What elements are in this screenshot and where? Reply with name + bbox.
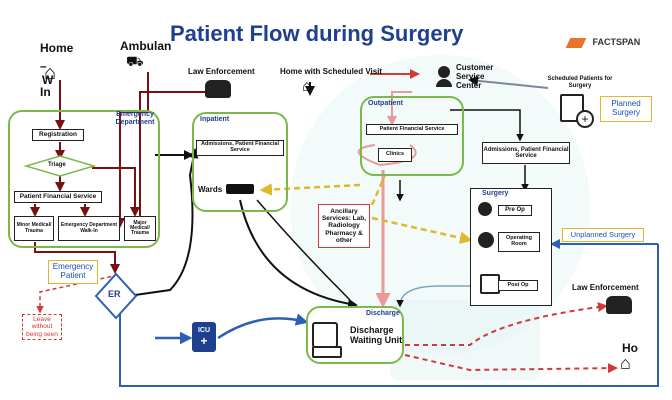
arrow-discharge-to-home (404, 354, 618, 374)
registration-box: Registration (32, 129, 84, 141)
emergency-department-title: Emergency Department (115, 111, 155, 126)
home-right-label: Ho (622, 341, 638, 355)
arrow-ancillary-to-surgery (371, 216, 473, 244)
planned-surgery-tag: Planned Surgery (600, 96, 652, 122)
customer-service-icon (438, 66, 450, 78)
walk-in-dash: – (40, 59, 47, 73)
home-source-label: Home (40, 41, 74, 55)
home-scheduled-label: Home with Scheduled Visit (280, 67, 383, 76)
pre-op-box: Pre Op (498, 205, 532, 216)
triage-label: Triage (48, 162, 66, 168)
arrow-discharge-to-law (405, 302, 608, 346)
arrow-postop-to-discharge (396, 285, 475, 308)
recovery-icon (480, 274, 500, 294)
emergency-patient-tag: Emergency Patient (48, 260, 98, 284)
ambulance-icon: ⛟ (126, 53, 144, 69)
inpatient-admissions-box: Admissions, Patient Financial Service (196, 140, 284, 156)
bed-icon (226, 184, 254, 194)
clinics-box: Clinics (378, 148, 412, 162)
home-scheduled-icon: ⌂ (302, 78, 312, 95)
er-label: ER (108, 289, 121, 299)
customer-service-label: Customer Service Center (456, 63, 494, 90)
police-cap-icon (205, 80, 231, 98)
discharge-bed-icon (312, 346, 342, 358)
arrow-er-leave (36, 274, 119, 314)
discharge-arrow-icon (312, 322, 338, 348)
scheduled-patients-label: Scheduled Patients for Surgery (547, 76, 613, 89)
ed-walk-in-box: Emergency Department Walk-In (58, 216, 120, 241)
arrow-icu-to-discharge (217, 313, 309, 340)
arrow-customer-to-admissions (450, 109, 524, 142)
inpatient-group (192, 112, 288, 212)
icu-label: ICU (197, 327, 211, 335)
add-icon: + (576, 110, 594, 128)
walk-in-w: W (42, 73, 54, 87)
walk-in-in: In (40, 85, 51, 99)
ed-financial-box: Patient Financial Service (14, 191, 102, 203)
arrow-unplanned-loop (119, 244, 659, 387)
arrow-law-to-ed (135, 91, 205, 228)
discharge-group (306, 306, 404, 364)
scheduled-document-icon (560, 94, 584, 122)
major-trauma-box: Major Medical/ Trauma (124, 216, 156, 241)
page-title: Patient Flow during Surgery (170, 21, 464, 46)
surgery-title: Surgery (482, 190, 509, 197)
factspan-logo-icon (565, 37, 587, 48)
background-shape (390, 300, 540, 380)
emergency-department-group (8, 110, 160, 248)
discharge-title: Discharge (366, 310, 400, 317)
police-cap-right-icon (606, 296, 632, 314)
outpatient-title: Outpatient (368, 100, 403, 107)
unplanned-surgery-tag: Unplanned Surgery (562, 228, 644, 242)
operating-room-box: Operating Room (498, 232, 540, 252)
ancillary-services-box: Ancillary Services: Lab, Radiology Pharm… (318, 204, 370, 248)
surgeon-icon (478, 202, 492, 216)
er-diamond (94, 272, 138, 320)
brand-name: FACTSPAN (592, 36, 641, 47)
discharge-waiting-unit-label: Discharge Waiting Unit (350, 325, 403, 345)
outpatient-group (360, 96, 464, 176)
arrow-ancillary-to-clinics (370, 174, 387, 206)
icu-box: ICU + (192, 322, 216, 352)
factspan-logo: FACTSPAN (565, 34, 641, 52)
surgery-admissions-box: Admissions, Patient Financial Service (482, 142, 570, 164)
law-enforcement-right-label: Law Enforcement (572, 283, 639, 292)
medical-cross-icon: + (200, 333, 208, 348)
customer-service-icon-body (436, 79, 452, 87)
minor-trauma-box: Minor Medical/ Trauma (14, 216, 54, 241)
arrow-triage-to-major (92, 167, 140, 217)
post-op-box: Post Op (498, 280, 538, 291)
triage-diamond (23, 155, 97, 177)
arrow-scheduled-to-customer (468, 75, 549, 89)
home-icon: ⌂ (44, 62, 57, 84)
arrow-customer-to-outpatient (387, 91, 412, 126)
home-right-icon: ⌂ (620, 353, 631, 373)
law-enforcement-label: Law Enforcement (188, 67, 255, 76)
outpatient-financial-box: Patient Financial Service (366, 124, 458, 135)
arrow-ancillary-to-wards (259, 183, 361, 196)
ambulance-label: Ambulan (120, 39, 172, 53)
wards-label: Wards (198, 185, 223, 194)
inpatient-title: Inpatient (200, 116, 230, 123)
arrow-wards-to-discharge (239, 199, 358, 309)
leave-without-seen-tag: Leave without being seen (22, 314, 62, 340)
operating-surgeon-icon (478, 232, 494, 248)
arrow-er-to-inpatient (127, 148, 199, 297)
